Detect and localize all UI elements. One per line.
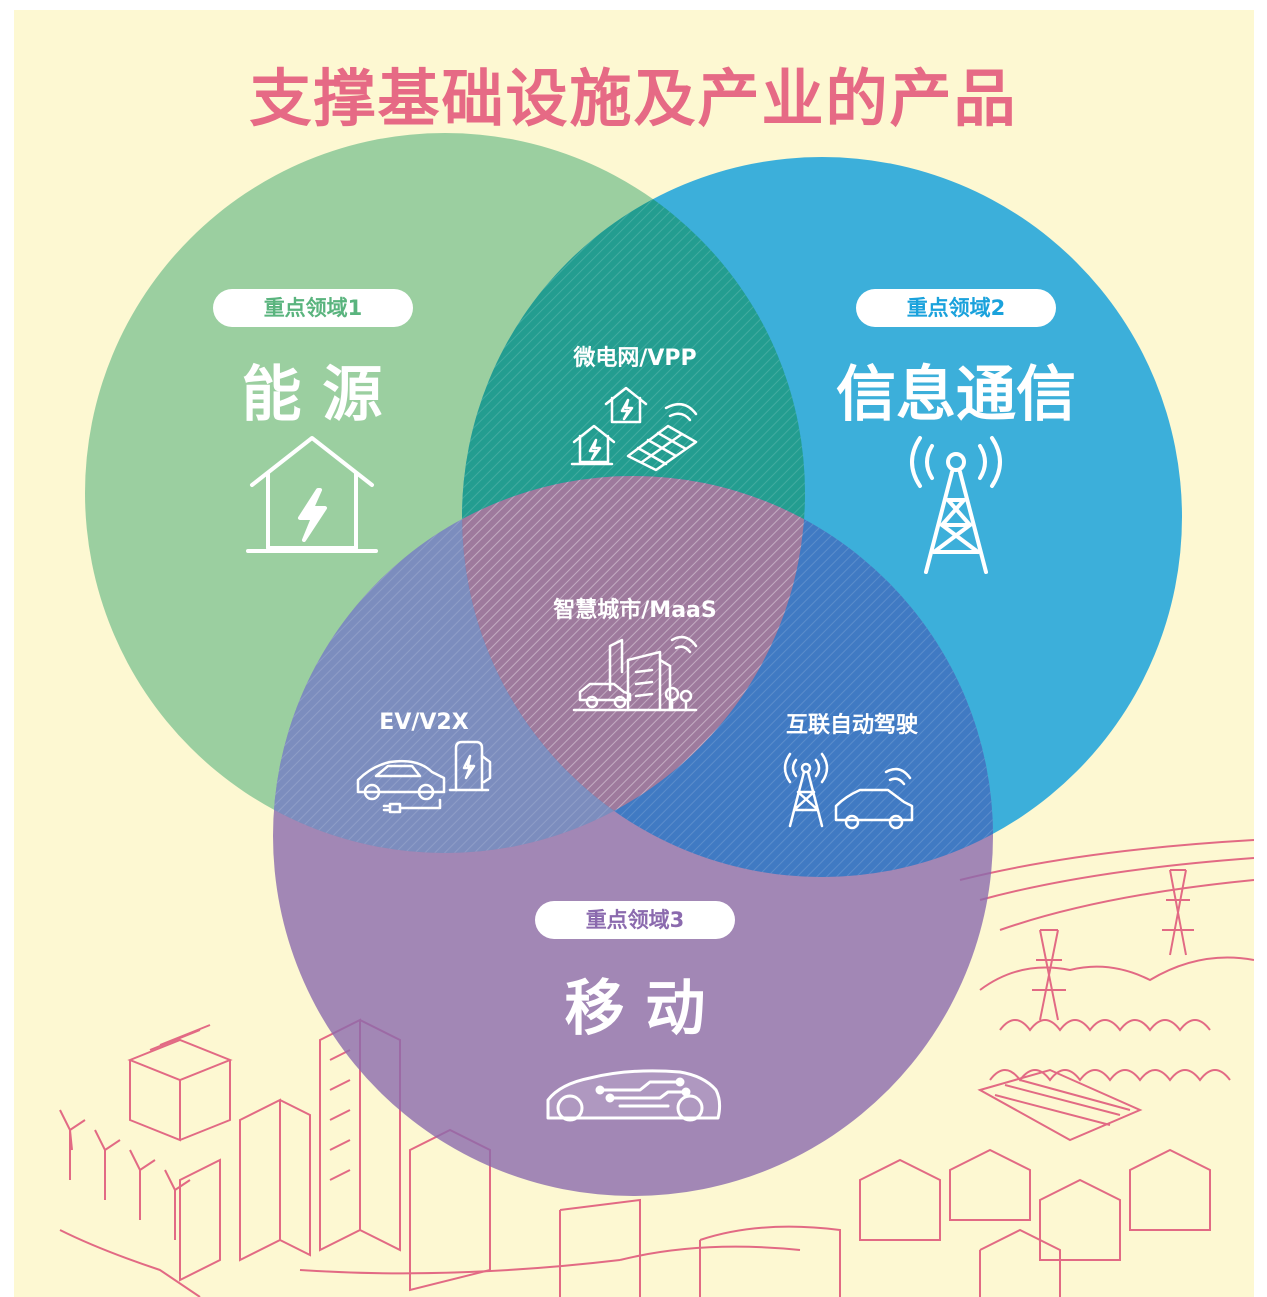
mobility-area-tag: 重点领域3 — [535, 901, 735, 939]
ict-title: 信息通信 — [836, 360, 1076, 430]
smart-city-icon — [572, 635, 698, 712]
energy-area-tag: 重点领域1 — [213, 289, 413, 327]
microgrid-vpp-label: 微电网/VPP — [573, 346, 697, 371]
smart-city-maas-label: 智慧城市/MaaS — [553, 598, 717, 623]
car-circuit-icon — [546, 1069, 722, 1122]
city-illustration — [59, 839, 1254, 1297]
energy-title: 能 源 — [241, 360, 383, 430]
mobility-title: 移 动 — [564, 974, 706, 1044]
ict-area-tag: 重点领域2 — [856, 289, 1056, 327]
page-title: 支撑基础设施及产业的产品 — [249, 62, 1018, 135]
ev-charging-icon — [356, 740, 492, 814]
ev-v2x-label: EV/V2X — [379, 710, 469, 735]
radio-tower-icon — [910, 436, 1002, 574]
connected-driving-label: 互联自动驾驶 — [785, 713, 918, 738]
connected-car-icon — [783, 752, 914, 830]
microgrid-icon — [570, 386, 698, 472]
house-bolt-icon — [246, 436, 378, 553]
